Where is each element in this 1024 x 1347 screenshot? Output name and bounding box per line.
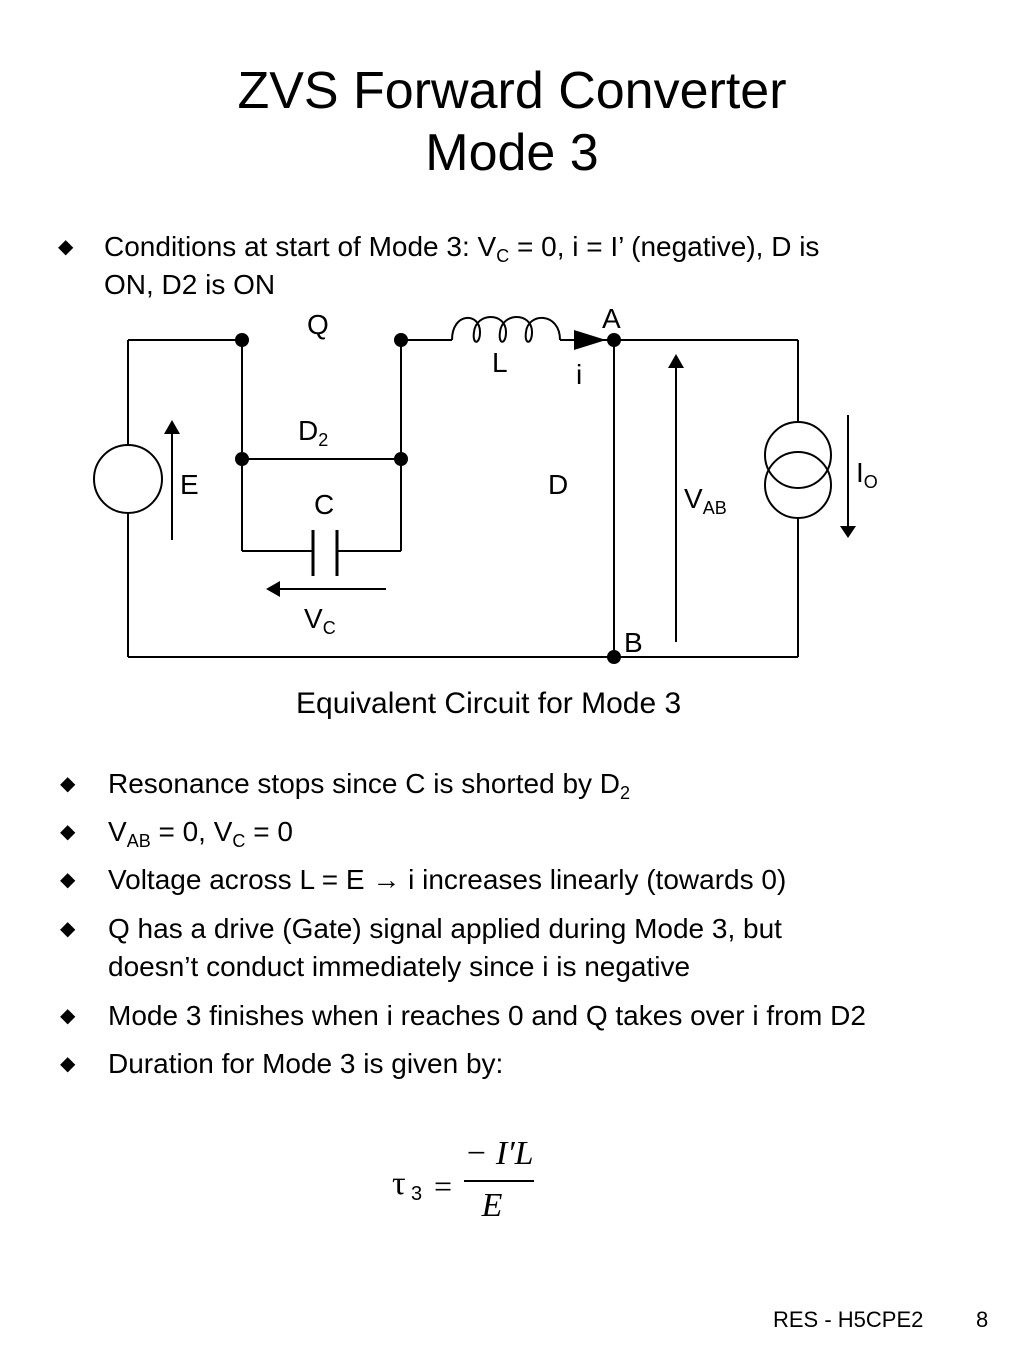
bullet-diamond-icon: ◆	[60, 773, 76, 795]
subscript: O	[863, 472, 878, 492]
label-q: Q	[307, 309, 329, 340]
text-fragment: I	[856, 457, 864, 488]
arrow-vc-head-icon	[266, 581, 280, 597]
label-d2: D2	[298, 415, 328, 450]
arrow-i-head-icon	[574, 330, 606, 350]
bullet-conditions: ◆ Conditions at start of Mode 3: VC = 0,…	[58, 228, 958, 308]
bullet-diamond-icon: ◆	[60, 918, 76, 940]
formula-denominator: E	[481, 1187, 503, 1224]
subscript: C	[232, 831, 246, 851]
node-dot	[394, 333, 408, 347]
arrow-io-head-icon	[840, 526, 856, 538]
text-fragment: V	[108, 816, 127, 847]
bullet-resonance: ◆ Resonance stops since C is shorted by …	[60, 765, 1000, 805]
bullet-resonance-text: Resonance stops since C is shorted by D2	[108, 765, 630, 803]
label-b: B	[624, 627, 643, 658]
bullet-voltage-across-l-text: Voltage across L = E → i increases linea…	[108, 864, 787, 895]
bullet-q-drive-line2: doesn’t conduct immediately since i is n…	[108, 951, 691, 982]
bullet-vab-vc: ◆ VAB = 0, VC = 0	[60, 813, 1000, 853]
subscript: AB	[126, 831, 151, 851]
formula-tau-subscript: 3	[411, 1183, 423, 1205]
current-source-circle-top	[764, 421, 832, 489]
bullet-voltage-across-l: ◆ Voltage across L = E → i increases lin…	[60, 861, 1000, 901]
text-fragment: V	[304, 603, 323, 634]
circuit-diagram	[93, 316, 856, 664]
title-line-1: ZVS Forward Converter	[237, 62, 787, 120]
inductor-icon	[451, 316, 561, 343]
circuit-caption: Equivalent Circuit for Mode 3	[296, 687, 682, 720]
label-a: A	[602, 303, 621, 334]
text-fragment: Conditions at start of Mode 3: V	[104, 231, 497, 262]
bullet-diamond-icon: ◆	[58, 236, 74, 258]
footer-course: RES - H5CPE2	[773, 1307, 924, 1332]
bullet-diamond-icon: ◆	[60, 869, 76, 891]
bullet-diamond-icon: ◆	[60, 1005, 76, 1027]
current-source-circle-bottom	[764, 451, 832, 519]
bullet-conditions-line1: Conditions at start of Mode 3: VC = 0, i…	[104, 228, 819, 266]
node-dot	[235, 452, 249, 466]
formula-equals: =	[434, 1168, 453, 1204]
node-dot	[394, 452, 408, 466]
formula-numerator: − I′L	[464, 1135, 534, 1172]
label-vc: VC	[304, 603, 336, 638]
arrow-e-head-icon	[164, 420, 180, 434]
label-c: C	[314, 489, 335, 520]
bullet-diamond-icon: ◆	[60, 821, 76, 843]
bullet-mode3-finishes: ◆ Mode 3 finishes when i reaches 0 and Q…	[60, 997, 1000, 1037]
subscript: AB	[702, 498, 727, 518]
text-fragment: = 0, i = I’ (negative), D is	[509, 231, 820, 262]
text-fragment: = 0, V	[150, 816, 233, 847]
text-fragment: = 0	[245, 816, 293, 847]
duration-formula: τ 3 = − I′L E	[392, 1134, 552, 1234]
label-i: i	[576, 359, 583, 390]
label-e: E	[180, 469, 199, 500]
subscript: 2	[318, 430, 329, 450]
subscript: C	[496, 246, 510, 266]
text-fragment: V	[684, 483, 703, 514]
voltage-source-icon	[93, 444, 163, 514]
footer-page-number: 8	[976, 1307, 989, 1332]
node-dot-a	[607, 333, 621, 347]
bullet-duration-text: Duration for Mode 3 is given by:	[108, 1048, 504, 1079]
node-dot	[235, 333, 249, 347]
text-fragment: D	[298, 415, 319, 446]
text-fragment: Resonance stops since C is shorted by D	[108, 768, 621, 799]
subscript: 2	[620, 783, 631, 803]
arrow-vab-head-icon	[668, 354, 684, 368]
bullet-conditions-line2: ON, D2 is ON	[104, 269, 276, 300]
node-dot-b	[607, 650, 621, 664]
label-vab: VAB	[684, 483, 727, 518]
label-l: L	[492, 347, 508, 378]
label-io: IO	[856, 457, 878, 492]
page-title: ZVS Forward Converter Mode 3	[0, 60, 1024, 184]
bullet-mode3-finishes-text: Mode 3 finishes when i reaches 0 and Q t…	[108, 1000, 866, 1031]
subscript: C	[322, 618, 336, 638]
formula-tau: τ	[392, 1165, 406, 1202]
bullet-diamond-icon: ◆	[60, 1053, 76, 1075]
bullet-q-drive: ◆ Q has a drive (Gate) signal applied du…	[60, 910, 1000, 990]
bullet-vab-vc-text: VAB = 0, VC = 0	[108, 813, 293, 851]
bullet-q-drive-line1: Q has a drive (Gate) signal applied duri…	[108, 913, 782, 944]
bullet-duration: ◆ Duration for Mode 3 is given by:	[60, 1045, 1000, 1085]
formula-fraction-bar	[464, 1180, 534, 1182]
label-d: D	[548, 469, 569, 500]
title-line-2: Mode 3	[425, 124, 599, 182]
